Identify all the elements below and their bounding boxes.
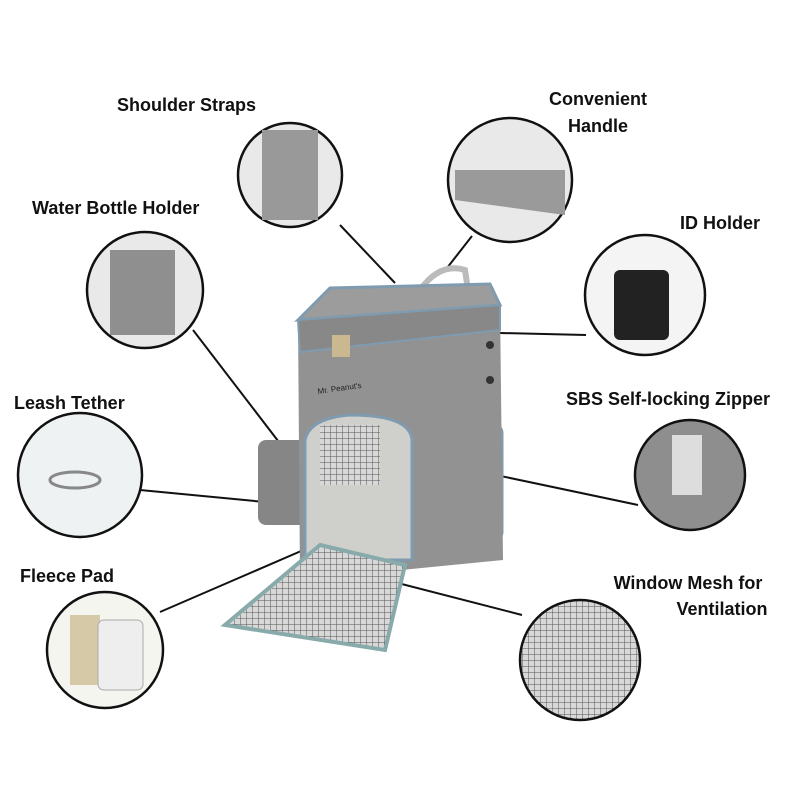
handle-photo: [455, 170, 565, 215]
fleece-photo: [70, 615, 100, 685]
label-water-bottle: Water Bottle Holder: [32, 198, 199, 218]
leader-lines: [139, 224, 639, 616]
leader-fleece: [159, 544, 316, 613]
label-handle-1: Convenient: [549, 89, 647, 109]
leader-water: [192, 329, 286, 451]
leader-id: [499, 332, 587, 336]
label-leash-tether: Leash Tether: [14, 393, 125, 413]
water-bottle-photo: [110, 250, 175, 335]
straps-photo: [262, 130, 318, 220]
leash-tether-detail: [16, 411, 144, 539]
zipper-photo: [672, 435, 702, 495]
side-pocket-left: [258, 440, 308, 525]
front-flap: [220, 542, 408, 653]
label-mesh-2: Ventilation: [676, 599, 767, 619]
leader-handle: [446, 235, 473, 269]
backpack-illustration: Mr. Peanut's: [220, 265, 504, 653]
label-id-holder: ID Holder: [680, 213, 760, 233]
label-fleece-pad: Fleece Pad: [20, 566, 114, 586]
leader-shoulder: [339, 224, 396, 284]
label-handle-2: Handle: [568, 116, 628, 136]
detail-circles: [16, 116, 747, 722]
leash-clip: [48, 470, 102, 490]
label-shoulder-straps: Shoulder Straps: [117, 95, 256, 115]
inner-mesh: [320, 425, 380, 485]
feature-labels: Shoulder Straps Convenient Handle Water …: [14, 89, 770, 619]
id-holder-photo: [614, 270, 669, 340]
label-mesh-1: Window Mesh for: [614, 573, 763, 593]
vent-hole: [486, 376, 494, 384]
window-mesh-detail: [518, 598, 642, 722]
zipper-lock: [332, 335, 350, 357]
vent-hole: [486, 341, 494, 349]
label-zipper: SBS Self-locking Zipper: [566, 389, 770, 409]
fleece-photo-pad: [97, 619, 144, 691]
